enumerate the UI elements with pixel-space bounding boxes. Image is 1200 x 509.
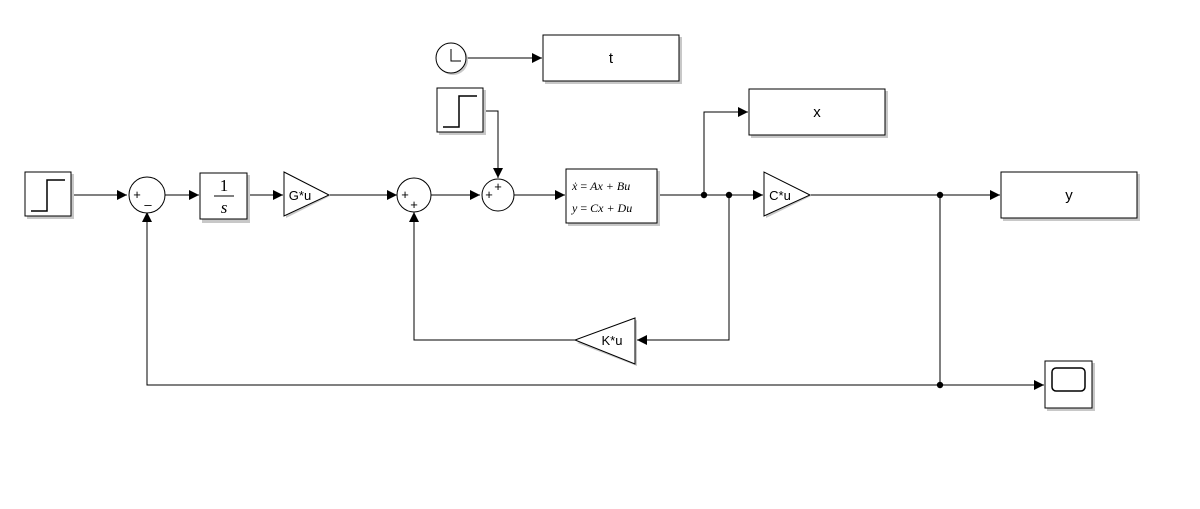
gain-c-label: C*u bbox=[769, 188, 791, 203]
output-block-y[interactable]: y bbox=[1000, 171, 1140, 221]
gain-g-label: G*u bbox=[289, 188, 311, 203]
sum1-sign-bottom: – bbox=[144, 197, 152, 212]
state-space-equation-1: ẋ = Ax + Bu bbox=[571, 179, 630, 193]
integrator-block[interactable]: 1 s bbox=[199, 172, 250, 223]
output-block-x[interactable]: x bbox=[748, 88, 888, 138]
branch-point bbox=[700, 191, 708, 199]
branch-point bbox=[936, 191, 944, 199]
output-t-label: t bbox=[609, 50, 614, 67]
sum-block-3[interactable]: + + bbox=[481, 178, 515, 212]
output-y-label: y bbox=[1065, 187, 1073, 204]
sum2-sign-left: + bbox=[401, 187, 409, 202]
output-block-t[interactable]: t bbox=[542, 34, 682, 84]
branch-point bbox=[936, 381, 944, 389]
wire-y-to-scope[interactable] bbox=[939, 195, 1044, 390]
sum-block-1[interactable]: + – bbox=[128, 176, 166, 214]
wire-step2-to-sum3[interactable] bbox=[484, 110, 503, 178]
state-space-equation-2: y = Cx + Du bbox=[571, 201, 632, 215]
clock-icon bbox=[450, 49, 461, 62]
sum1-sign-left: + bbox=[133, 187, 141, 202]
gain-k-label: K*u bbox=[602, 333, 623, 348]
clock-block[interactable] bbox=[435, 42, 468, 75]
integrator-denominator: s bbox=[221, 198, 228, 217]
scope-block[interactable] bbox=[1044, 360, 1095, 411]
wire-state-to-k[interactable] bbox=[637, 195, 730, 345]
integrator-numerator: 1 bbox=[220, 176, 229, 195]
step-source-block-2[interactable] bbox=[436, 87, 486, 135]
step-source-block[interactable] bbox=[24, 171, 74, 219]
scope-icon bbox=[1051, 367, 1086, 392]
wire-to-x[interactable] bbox=[703, 107, 748, 195]
step-icon bbox=[31, 179, 65, 212]
sum2-sign-bottom: + bbox=[410, 197, 418, 212]
sum3-sign-top: + bbox=[494, 179, 502, 194]
output-x-label: x bbox=[813, 104, 821, 121]
wire-k-to-sum2[interactable] bbox=[409, 212, 575, 341]
branch-point bbox=[725, 191, 733, 199]
wire-y-feedback[interactable] bbox=[142, 212, 940, 386]
state-space-block[interactable]: ẋ = Ax + Bu y = Cx + Du bbox=[565, 168, 660, 226]
sum3-sign-left: + bbox=[485, 187, 493, 202]
gain-c-block[interactable]: C*u bbox=[763, 171, 812, 218]
step-icon bbox=[443, 95, 477, 128]
gain-g-block[interactable]: G*u bbox=[283, 171, 331, 218]
sum-block-2[interactable]: + + bbox=[396, 177, 432, 213]
gain-k-block[interactable]: K*u bbox=[573, 317, 637, 366]
